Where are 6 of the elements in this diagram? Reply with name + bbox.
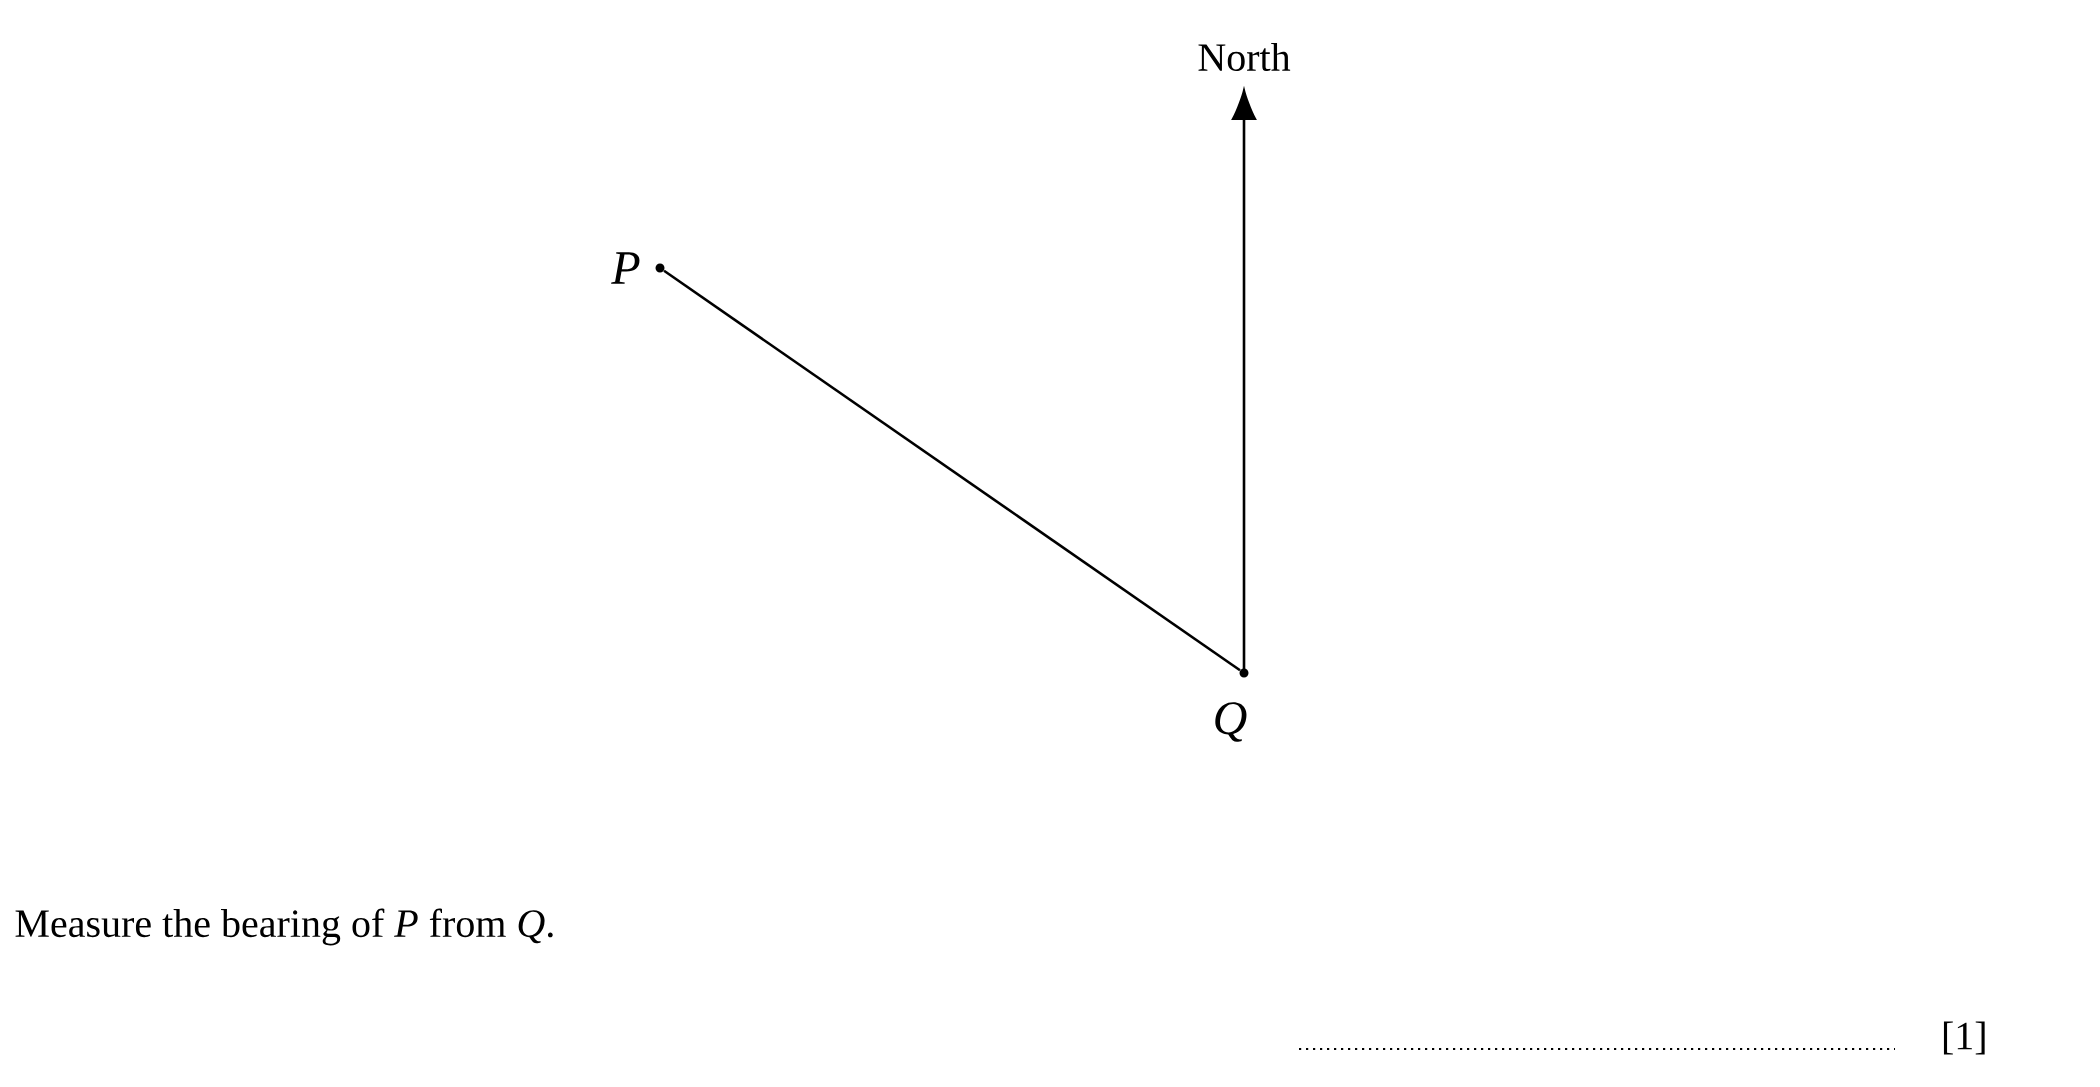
question-text: Measure the bearing of P from Q. [15, 908, 553, 946]
point-label: Q [1215, 702, 1247, 742]
point-label: P [611, 252, 640, 284]
compass-label: North [1198, 42, 1291, 72]
mark-allocation: [1] [1943, 1021, 1985, 1055]
line-segment [663, 269, 1241, 672]
